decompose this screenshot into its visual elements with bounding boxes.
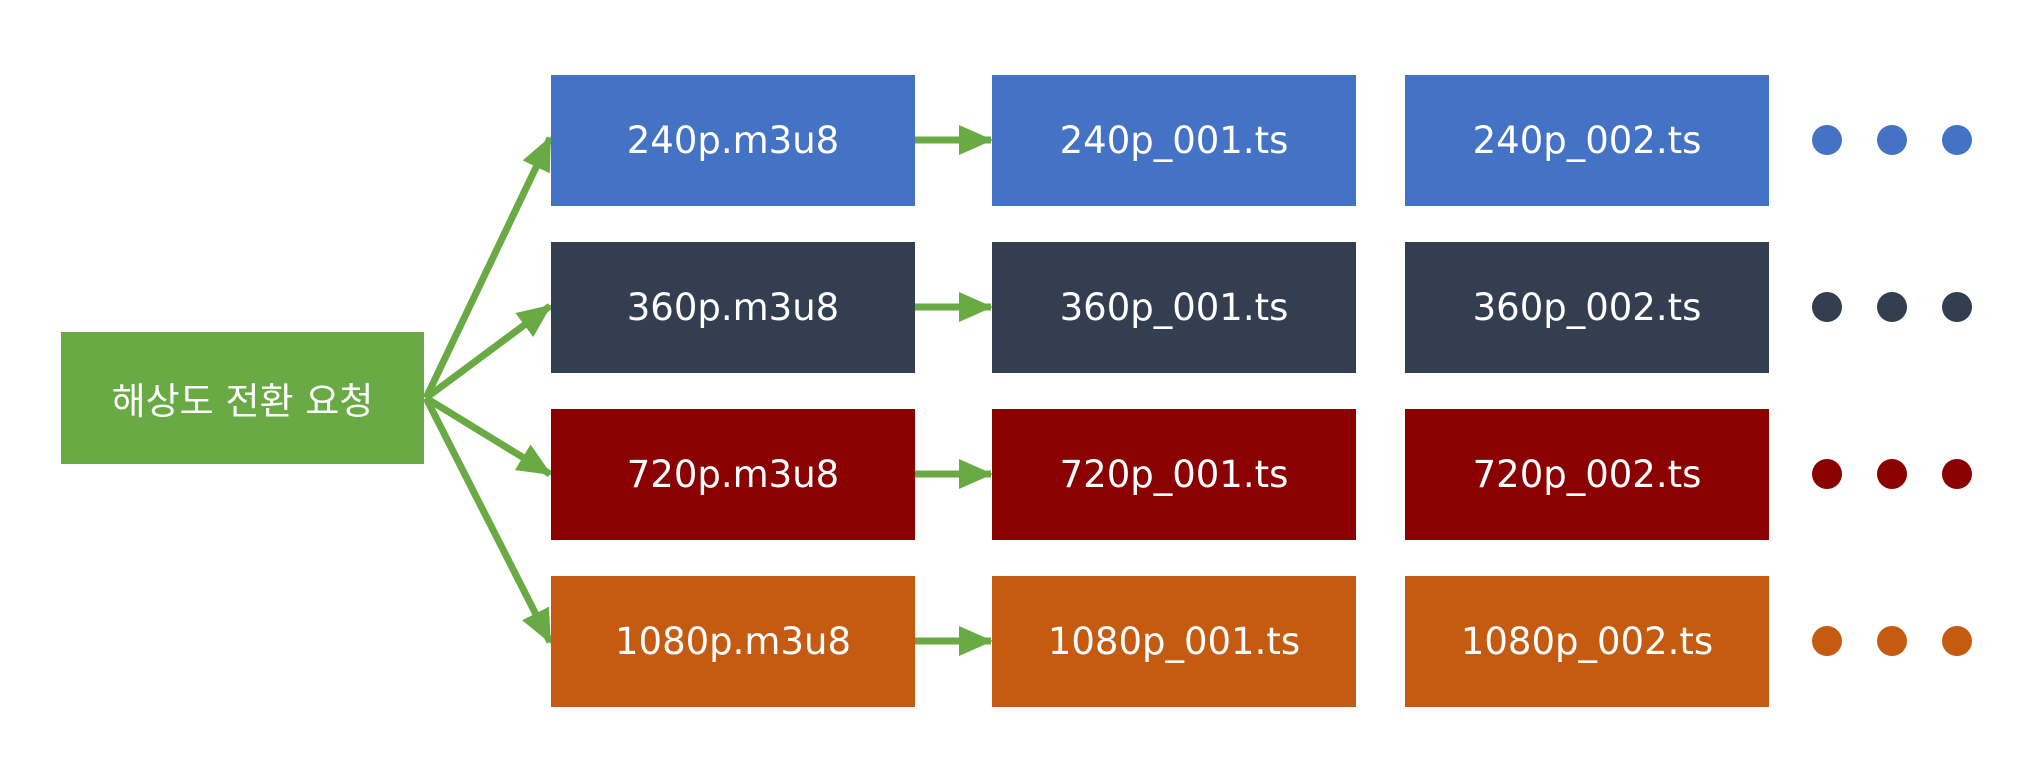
- segment-label: 360p_002.ts: [1472, 286, 1702, 329]
- ellipsis-dot: [1877, 292, 1907, 322]
- segment-label: 1080p_001.ts: [1047, 620, 1301, 663]
- arrows-layer: [422, 125, 993, 656]
- ellipsis-dot: [1812, 459, 1842, 489]
- ellipsis-dot: [1877, 125, 1907, 155]
- segment-box-720p-002: 720p_002.ts: [1405, 409, 1769, 540]
- segment-label: 240p_002.ts: [1472, 119, 1702, 162]
- arrow-request-to-360p: [423, 303, 553, 401]
- segment-label: 720p_002.ts: [1472, 453, 1702, 496]
- playlist-box-720p: 720p.m3u8: [551, 409, 915, 540]
- segment-label: 360p_001.ts: [1059, 286, 1289, 329]
- segment-box-240p-002: 240p_002.ts: [1405, 75, 1769, 206]
- playlist-label: 240p.m3u8: [626, 119, 840, 162]
- ellipsis-dot: [1942, 125, 1972, 155]
- arrow-request-to-720p: [424, 395, 552, 477]
- ellipsis-dot: [1942, 459, 1972, 489]
- segment-label: 240p_001.ts: [1059, 119, 1289, 162]
- arrow-request-to-1080p: [422, 396, 554, 644]
- playlist-box-360p: 360p.m3u8: [551, 242, 915, 373]
- ellipsis-dot: [1812, 292, 1842, 322]
- arrow-request-to-240p: [422, 136, 554, 400]
- segment-label: 720p_001.ts: [1059, 453, 1289, 496]
- resolution-switch-request-label: 해상도 전환 요청: [111, 380, 374, 423]
- ellipsis-dot: [1877, 626, 1907, 656]
- segment-box-1080p-002: 1080p_002.ts: [1405, 576, 1769, 707]
- playlist-box-1080p: 1080p.m3u8: [551, 576, 915, 707]
- ellipsis-dot: [1942, 292, 1972, 322]
- playlist-label: 1080p.m3u8: [615, 620, 851, 663]
- segment-box-240p-001: 240p_001.ts: [992, 75, 1356, 206]
- segment-box-360p-002: 360p_002.ts: [1405, 242, 1769, 373]
- ellipsis-dot: [1812, 626, 1842, 656]
- ellipsis-dot: [1942, 626, 1972, 656]
- ellipsis-dot: [1877, 459, 1907, 489]
- segment-box-720p-001: 720p_001.ts: [992, 409, 1356, 540]
- segment-box-1080p-001: 1080p_001.ts: [992, 576, 1356, 707]
- playlist-box-240p: 240p.m3u8: [551, 75, 915, 206]
- playlist-label: 720p.m3u8: [626, 453, 840, 496]
- resolution-switch-request-box: 해상도 전환 요청: [61, 332, 424, 464]
- segment-box-360p-001: 360p_001.ts: [992, 242, 1356, 373]
- ellipsis-dot: [1812, 125, 1842, 155]
- playlist-label: 360p.m3u8: [626, 286, 840, 329]
- segment-label: 1080p_002.ts: [1460, 620, 1714, 663]
